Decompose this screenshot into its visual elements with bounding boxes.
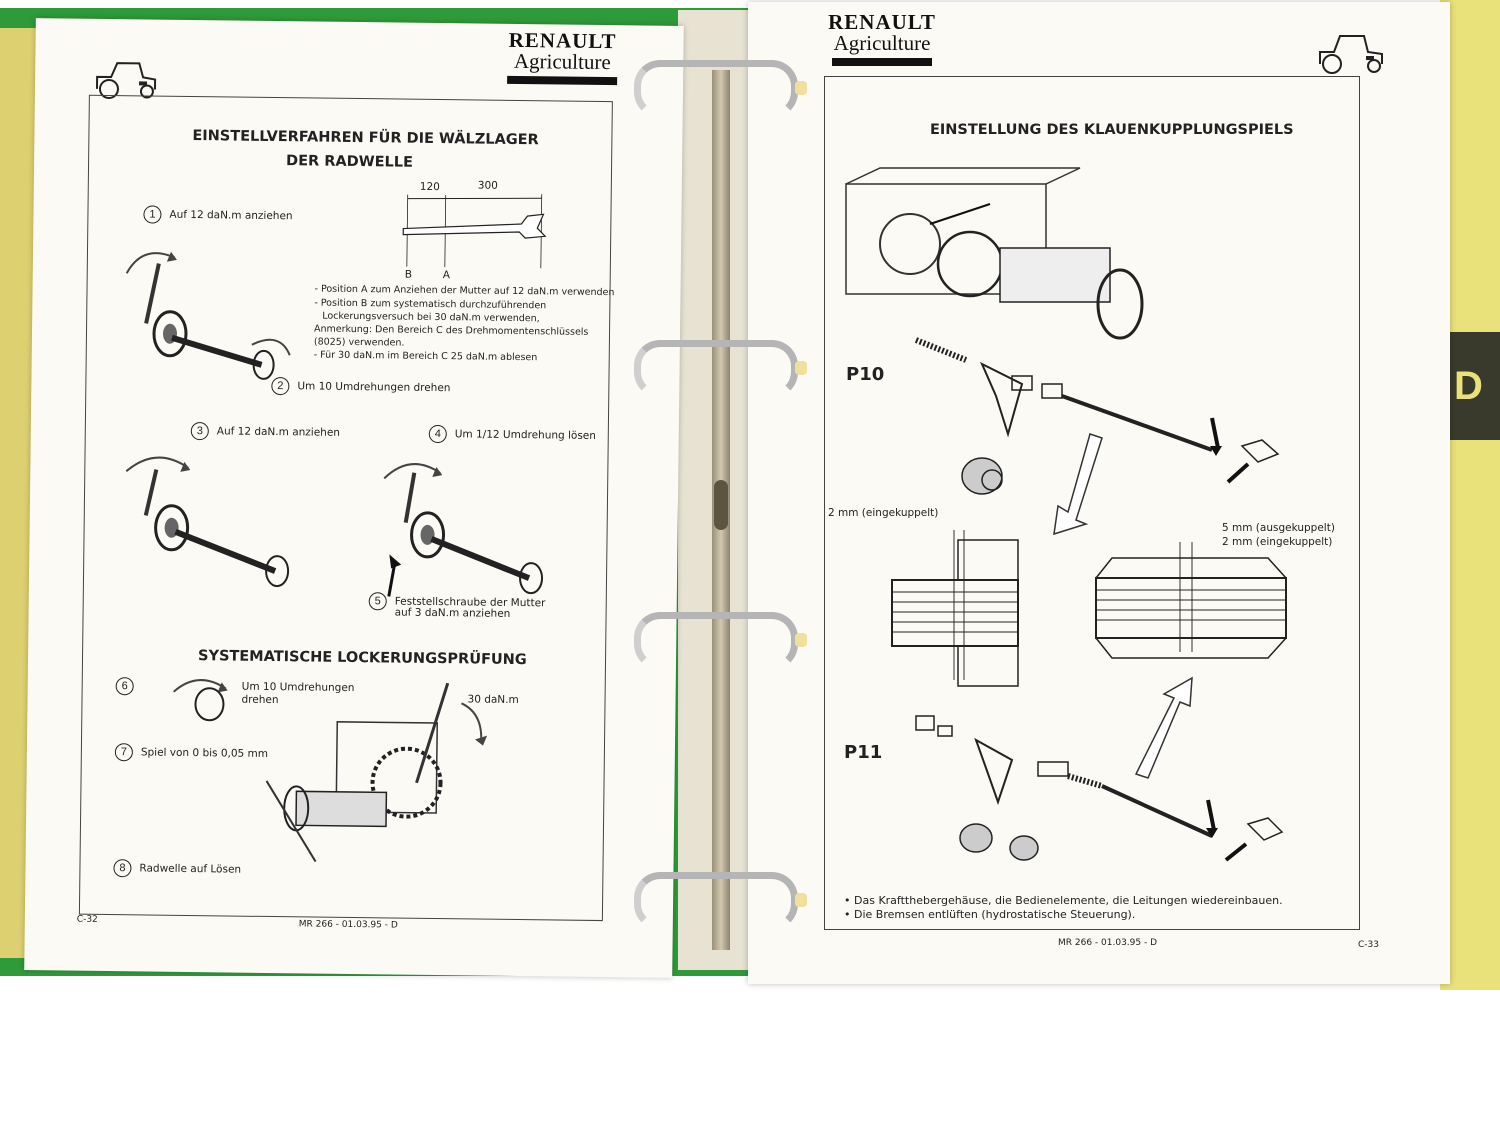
step-text: Spiel von 0 bis 0,05 mm <box>140 746 269 760</box>
brand-bar <box>832 58 932 66</box>
arrow-down <box>1053 433 1103 536</box>
binder-ring-1[interactable] <box>634 60 807 118</box>
step-number: 5 <box>368 592 387 611</box>
p10-parts-illustration <box>914 337 1280 484</box>
step-1: 1 Auf 12 daN.m anziehen <box>143 205 293 225</box>
axle-illustration-3 <box>125 456 290 588</box>
axle-housing-illustration <box>265 682 488 863</box>
label-disengaged-2: 2 mm (eingekuppelt) <box>1222 536 1333 548</box>
right-content-frame <box>824 76 1360 930</box>
note-line: (8025) verwenden. <box>313 336 405 349</box>
step-number: 3 <box>190 422 209 441</box>
tractor-icon <box>95 62 157 99</box>
axle-illustration-1 <box>125 251 291 380</box>
section-tab[interactable]: D <box>1446 332 1500 440</box>
right-yellow-divider <box>1440 0 1500 990</box>
p11-parts-illustration <box>915 715 1284 862</box>
brand-subtitle: Agriculture <box>513 48 611 75</box>
footer-code: MR 266 - 01.03.95 - D <box>1058 938 1158 948</box>
step-number: 2 <box>271 376 290 396</box>
brand-bar <box>507 75 618 86</box>
footer-code: MR 266 - 01.03.95 - D <box>298 919 398 931</box>
disengaged-cross-section <box>1095 542 1287 659</box>
step-text: Um 10 Umdrehungen drehen <box>297 380 451 395</box>
step-number: 8 <box>113 859 132 878</box>
brand-subtitle: Agriculture <box>833 31 931 55</box>
bullet-text: Die Bremsen entlüften (hydrostatische St… <box>854 908 1136 921</box>
wrench-label-b: B <box>404 268 413 281</box>
footer-page-number: C-32 <box>76 914 98 925</box>
hub-rotation-illustration <box>172 679 228 722</box>
step-number: 4 <box>428 424 447 444</box>
right-title: EINSTELLUNG DES KLAUENKUPPLUNGSPIELS <box>930 122 1294 138</box>
axle-illustration-4 <box>383 463 544 597</box>
bullet-item: • Das Kraftthebergehäuse, die Bedienelem… <box>844 894 1283 907</box>
label-engaged: 2 mm (eingekuppelt) <box>828 507 939 519</box>
label-p11: P11 <box>844 742 883 763</box>
step-7: 7 Spiel von 0 bis 0,05 mm <box>114 743 269 763</box>
left-title-line2: DER RADWELLE <box>286 153 414 171</box>
left-page: RENAULT Agriculture EINSTELLVERFAHREN FÜ… <box>24 18 684 978</box>
step-4: 4 Um 1/12 Umdrehung lösen <box>428 424 597 445</box>
spine-slot <box>714 480 728 530</box>
gearbox-illustration <box>845 167 1144 340</box>
step-2: 2 Um 10 Umdrehungen drehen <box>271 376 451 397</box>
step-8: 8 Radwelle auf Lösen <box>113 859 241 879</box>
label-disengaged-1: 5 mm (ausgekuppelt) <box>1222 522 1335 534</box>
step-6: 6 <box>115 677 142 696</box>
step-text: Um 1/12 Umdrehung lösen <box>454 428 597 442</box>
coupling-hub-illustration <box>961 457 1003 495</box>
bullet-text: Das Kraftthebergehäuse, die Bedienelemen… <box>854 894 1283 907</box>
step-text: Auf 12 daN.m anziehen <box>169 208 293 223</box>
bullet-item: • Die Bremsen entlüften (hydrostatische … <box>844 908 1136 921</box>
step-text: Auf 12 daN.m anziehen <box>216 425 341 439</box>
brand-logo: RENAULT Agriculture <box>497 28 628 86</box>
engaged-cross-section <box>891 530 1019 687</box>
step-number: 6 <box>115 677 134 696</box>
step-3: 3 Auf 12 daN.m anziehen <box>190 422 341 442</box>
binder-ring-4[interactable] <box>634 872 807 930</box>
step-text: Radwelle auf Lösen <box>139 862 242 876</box>
step-number: 1 <box>143 205 162 224</box>
step-number: 7 <box>114 743 133 762</box>
step-5-line2: auf 3 daN.m anziehen <box>394 606 511 620</box>
footer-page-number: C-33 <box>1358 940 1379 950</box>
section-tab-letter: D <box>1454 364 1483 408</box>
binder-ring-2[interactable] <box>634 340 807 398</box>
arrow-up <box>1134 676 1193 779</box>
binder-ring-3[interactable] <box>634 612 807 670</box>
wrench-dim-b: 300 <box>477 179 498 192</box>
wrench-label-a: A <box>442 269 450 282</box>
tractor-icon <box>1319 35 1383 74</box>
binder-spine <box>678 10 748 970</box>
brand-name: RENAULT <box>828 10 936 34</box>
torque-wrench-diagram <box>402 194 547 269</box>
label-p10: P10 <box>846 364 885 385</box>
brand-logo: RENAULT Agriculture <box>822 10 942 66</box>
right-page: RENAULT Agriculture EINSTELLUNG DES KLAU… <box>748 2 1450 984</box>
